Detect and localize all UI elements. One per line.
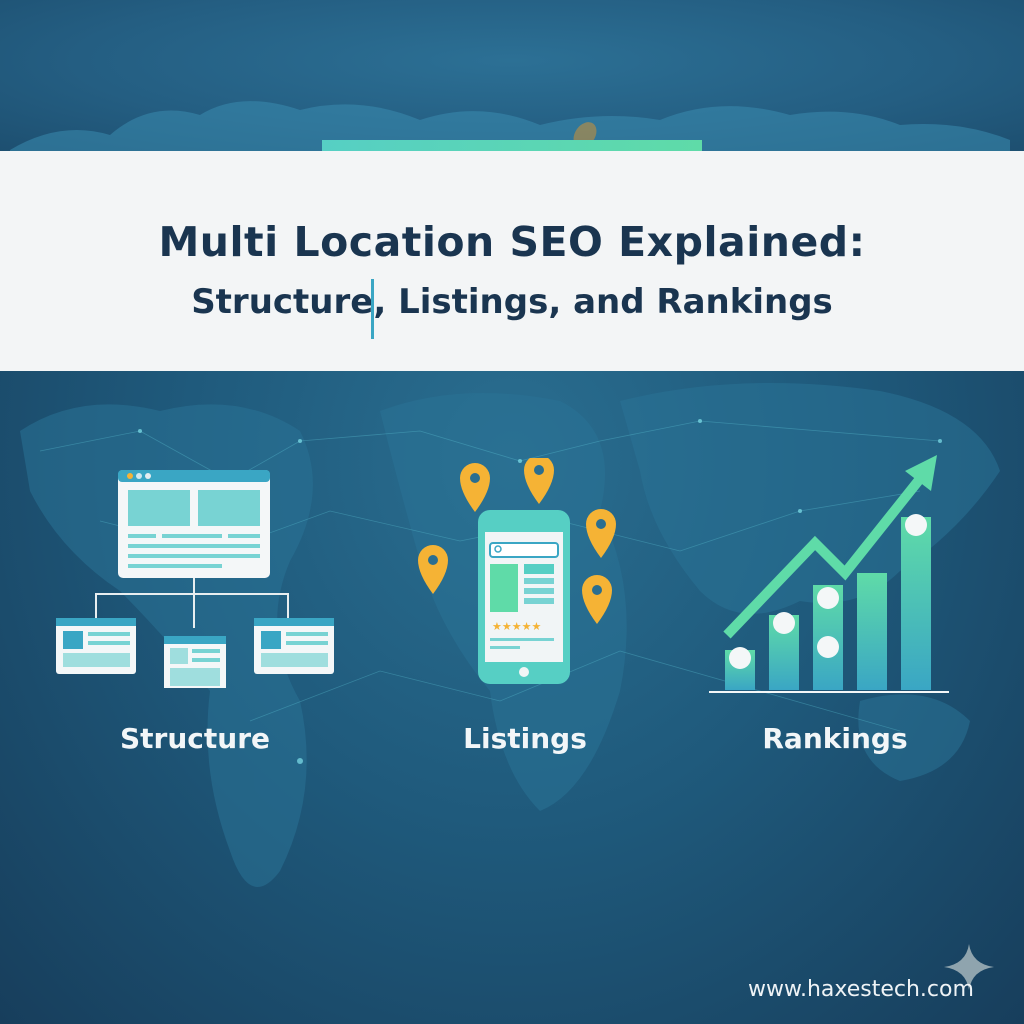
title-banner <box>0 151 1024 371</box>
sparkle-icon <box>944 944 994 990</box>
section-label-rankings: Rankings <box>762 722 908 755</box>
section-label-structure: Structure <box>119 722 270 755</box>
svg-text:★★★★★: ★★★★★ <box>492 620 541 633</box>
text-caret <box>371 279 374 339</box>
site-hierarchy-icon <box>56 470 334 688</box>
accent-bar <box>322 140 702 152</box>
section-label-listings: Listings <box>463 722 587 755</box>
ranking-chart-icon <box>709 455 949 693</box>
website-url[interactable]: www.haxestech.com <box>748 977 974 1002</box>
page-subtitle: Structure, Listings, and Rankings <box>191 282 833 322</box>
page-title: Multi Location SEO Explained: <box>158 218 866 266</box>
mobile-listing-icon: ★★★★★ <box>418 458 616 684</box>
